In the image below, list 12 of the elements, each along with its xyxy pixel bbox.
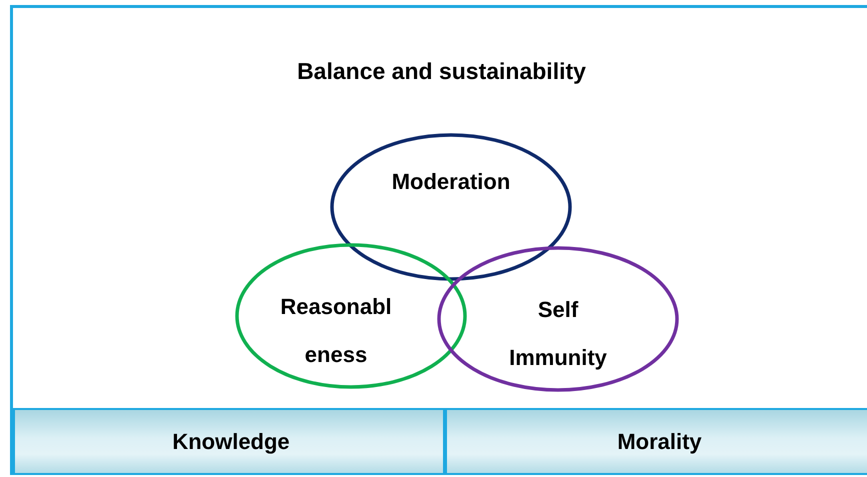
node-label: Moderation [390,169,512,195]
node-label: Balance and sustainability [296,58,587,84]
band-box [445,408,867,475]
ellipse [235,243,467,389]
ellipse [330,133,572,281]
node-label: Self Immunity [508,296,608,372]
band-box [13,408,445,475]
node-label: Knowledge [171,429,291,455]
node-label: Morality [616,429,703,455]
frame-box [10,5,867,475]
ellipse [437,246,679,392]
node-label: Reasonabl eness [279,293,393,369]
